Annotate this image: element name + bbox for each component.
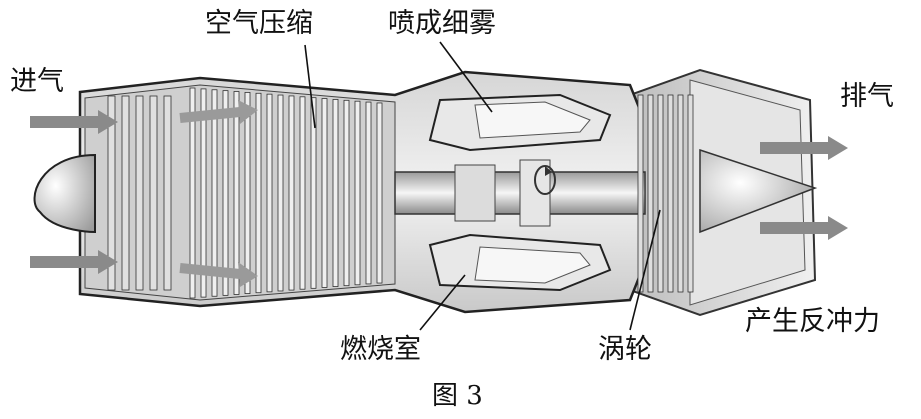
blade — [343, 99, 350, 287]
compression-leader-line — [304, 44, 316, 129]
fan-blades — [107, 95, 172, 291]
label-exhaust: 排气 — [840, 81, 894, 112]
label-compression: 空气压缩 — [205, 8, 313, 39]
blade — [667, 94, 674, 293]
blade — [211, 89, 218, 297]
turbine-leader-line — [629, 209, 661, 331]
blade — [222, 90, 229, 296]
rotation-arrow-icon — [534, 165, 556, 195]
label-thrust: 产生反冲力 — [745, 306, 880, 337]
blade — [255, 92, 262, 294]
blade — [200, 88, 207, 298]
combustion-chamber-top — [428, 93, 612, 152]
blade — [244, 92, 251, 294]
combustion-chamber-bottom — [428, 233, 612, 292]
blade — [332, 99, 339, 287]
blade — [637, 94, 644, 293]
blade — [365, 101, 372, 285]
combustor-leader-line — [419, 274, 466, 331]
label-spray: 喷成细雾 — [388, 8, 496, 39]
blade — [288, 95, 295, 291]
blade — [376, 102, 383, 284]
blade — [354, 100, 361, 286]
blade — [677, 94, 684, 293]
blade — [121, 95, 130, 291]
exhaust-arrows — [760, 136, 848, 240]
blade — [107, 95, 116, 291]
blade — [299, 96, 306, 290]
leader-lines — [304, 41, 661, 331]
blade — [310, 97, 317, 289]
compressor-blades — [189, 87, 383, 299]
label-intake: 进气 — [10, 66, 64, 97]
blade — [149, 95, 158, 291]
blade — [233, 91, 240, 295]
blade — [135, 95, 144, 291]
spray-leader-line — [439, 41, 493, 113]
intake-arrows — [30, 110, 118, 274]
blade — [163, 95, 172, 291]
blade — [657, 94, 664, 293]
main-shaft — [394, 159, 646, 227]
blade — [189, 87, 196, 299]
blade — [277, 94, 284, 292]
blade — [687, 94, 694, 293]
label-combustor: 燃烧室 — [340, 334, 421, 365]
blade — [266, 93, 273, 293]
blade — [647, 94, 654, 293]
label-turbine: 涡轮 — [598, 334, 652, 365]
nose-cone — [33, 153, 96, 234]
blade — [321, 98, 328, 288]
internal-flow-arrows — [179, 100, 258, 287]
figure-caption: 图 3 — [432, 381, 483, 411]
turbine-blades — [637, 94, 694, 293]
